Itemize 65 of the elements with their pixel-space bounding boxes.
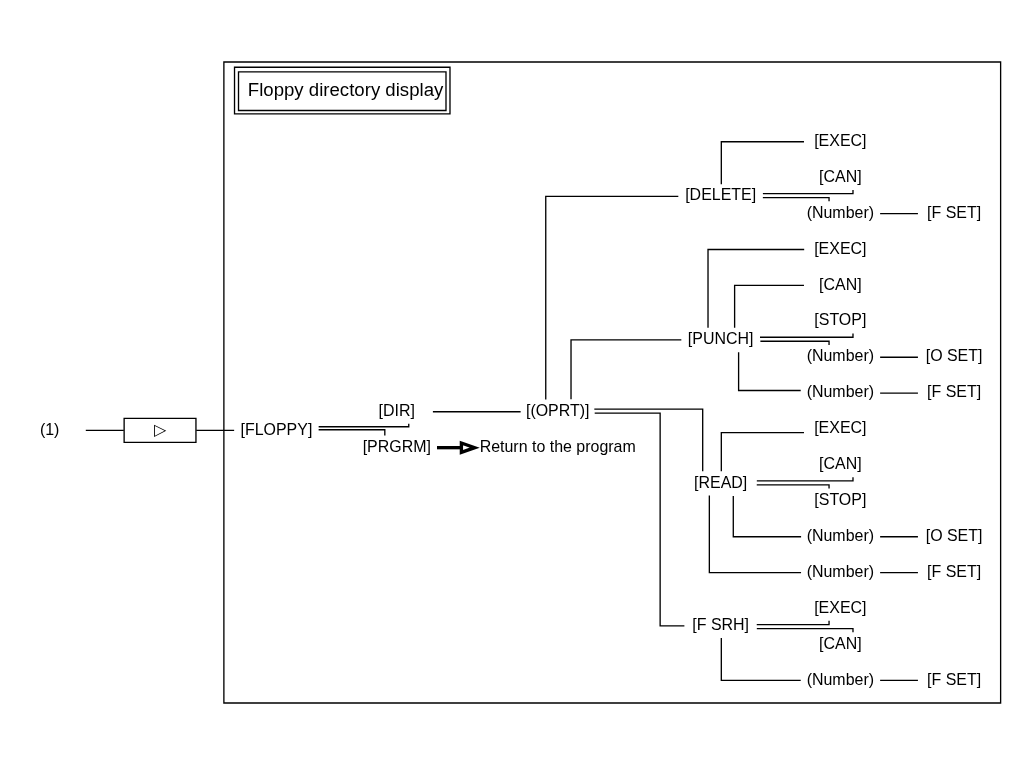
- connector: [318, 423, 410, 428]
- connector: [720, 637, 802, 682]
- node-text: [EXEC]: [814, 598, 867, 616]
- connector: [879, 536, 919, 538]
- node-text: [EXEC]: [814, 419, 867, 437]
- connector: [317, 429, 386, 437]
- node-text: (1): [39, 420, 60, 438]
- node-text: [EXEC]: [814, 131, 867, 149]
- connector: [756, 484, 830, 490]
- connector: [195, 429, 235, 432]
- connector: [545, 195, 679, 401]
- node-text: (Number): [806, 526, 875, 544]
- connector: [879, 572, 919, 574]
- node-text: (Number): [806, 383, 875, 401]
- node-text: [F SET]: [927, 383, 982, 401]
- connector: [85, 429, 125, 432]
- node-text: [EXEC]: [814, 239, 867, 257]
- connector: [762, 189, 854, 195]
- connector: [707, 248, 805, 329]
- connector: [879, 356, 919, 358]
- connector: [756, 476, 854, 482]
- node-text: (Number): [806, 562, 875, 580]
- node-text: [F SRH]: [692, 616, 750, 634]
- node-text: [CAN]: [819, 275, 862, 293]
- connector: [720, 141, 805, 185]
- connector: [759, 340, 830, 346]
- connector: [708, 494, 802, 574]
- node-text: [PUNCH]: [687, 330, 754, 348]
- connector: [432, 411, 522, 413]
- node-text: (Number): [806, 670, 875, 688]
- node-text: [CAN]: [819, 455, 862, 473]
- connector: [879, 392, 919, 394]
- node-text: [STOP]: [814, 491, 867, 508]
- connector: [756, 627, 854, 633]
- node-text: [READ]: [694, 473, 748, 491]
- node-text: [F SET]: [927, 670, 982, 688]
- connector: [732, 495, 802, 538]
- node-text: [O SET]: [925, 526, 983, 544]
- connector: [756, 620, 830, 626]
- node-text: [DIR]: [378, 401, 415, 419]
- node-text: [O SET]: [925, 347, 983, 365]
- node-text: [CAN]: [819, 167, 862, 185]
- node-text: (Number): [806, 203, 875, 221]
- node-text: [PRGRM]: [362, 437, 431, 455]
- arrow: [437, 440, 480, 455]
- connector: [570, 339, 682, 400]
- node-text: [DELETE]: [685, 186, 757, 204]
- node-text: [FLOPPY]: [240, 420, 313, 438]
- connector: [879, 212, 919, 215]
- connector: [737, 351, 802, 392]
- connector: [720, 432, 805, 472]
- node-text: [CAN]: [819, 634, 862, 652]
- connector: [594, 412, 686, 627]
- node-box: ▷: [123, 417, 197, 443]
- node-text: [STOP]: [814, 311, 867, 329]
- connector: [733, 284, 805, 329]
- node-text: [F SET]: [927, 562, 982, 580]
- connector: [759, 332, 854, 338]
- node-text: [F SET]: [927, 203, 982, 221]
- node-text: (Number): [806, 347, 875, 365]
- connector: [762, 196, 830, 202]
- node-text: [(OPRT)]: [525, 401, 590, 419]
- node-text: Return to the program: [479, 437, 636, 455]
- connector: [879, 679, 919, 682]
- connector: [593, 408, 704, 472]
